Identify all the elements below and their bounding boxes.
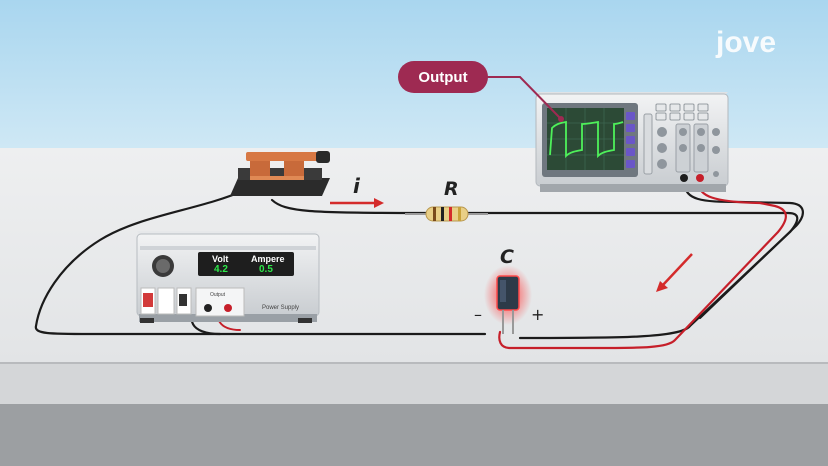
return-current-arrow <box>656 253 693 292</box>
probe-red-connector <box>696 174 704 182</box>
resistor <box>405 206 488 222</box>
black-terminal <box>204 304 212 312</box>
output-callout <box>398 61 564 122</box>
capacitor-minus: – <box>474 305 482 324</box>
ampere-label: Ampere <box>251 254 285 264</box>
power-display <box>198 252 294 276</box>
capacitor <box>484 265 532 334</box>
table-front <box>0 404 828 466</box>
jove-logo: jove <box>715 26 776 59</box>
oscilloscope <box>535 92 729 192</box>
power-supply <box>136 231 320 323</box>
capacitor-symbol: C <box>500 246 514 268</box>
probe-black-connector <box>680 174 688 182</box>
current-arrow <box>330 198 384 208</box>
volt-value: 4.2 <box>214 264 228 275</box>
ampere-value: 0.5 <box>259 264 273 275</box>
power-switch <box>143 293 153 307</box>
power-output-label: Output <box>210 292 226 298</box>
output-callout-label: Output <box>418 69 467 86</box>
red-terminal <box>224 304 232 312</box>
resistor-symbol: R <box>444 178 459 200</box>
capacitor-plus: + <box>531 305 544 324</box>
volt-label: Volt <box>212 254 228 264</box>
output-waveform <box>549 120 624 159</box>
table-edge <box>0 362 828 406</box>
current-symbol: i <box>353 174 361 198</box>
power-supply-name: Power Supply <box>262 305 299 311</box>
switch-key <box>230 151 330 196</box>
